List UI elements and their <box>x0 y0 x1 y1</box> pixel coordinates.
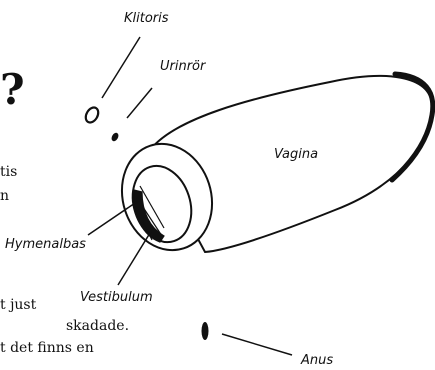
vestibulum-leader <box>118 233 150 285</box>
cropped-text-line-2: n <box>0 188 9 204</box>
label-klitoris: Klitoris <box>124 11 169 26</box>
anus-leader <box>222 334 292 355</box>
label-vagina: Vagina <box>274 147 318 162</box>
cropped-text-line-3: t just <box>0 297 37 313</box>
cropped-text-line-1: tis <box>0 164 17 180</box>
urethra-shape <box>110 132 120 143</box>
question-mark: ? <box>0 65 25 114</box>
clitoris-shape <box>83 105 101 124</box>
urinror-leader <box>127 88 152 118</box>
cropped-text-line-4: skadade. <box>66 318 129 334</box>
cropped-text-line-5: t det finns en <box>0 340 94 356</box>
klitoris-leader <box>102 37 140 98</box>
label-vestibulum: Vestibulum <box>80 290 153 305</box>
label-hymenalbas: Hymenalbas <box>5 237 86 252</box>
label-anus: Anus <box>300 353 333 368</box>
label-urinror: Urinrör <box>160 59 207 74</box>
anus-shape <box>202 322 209 340</box>
